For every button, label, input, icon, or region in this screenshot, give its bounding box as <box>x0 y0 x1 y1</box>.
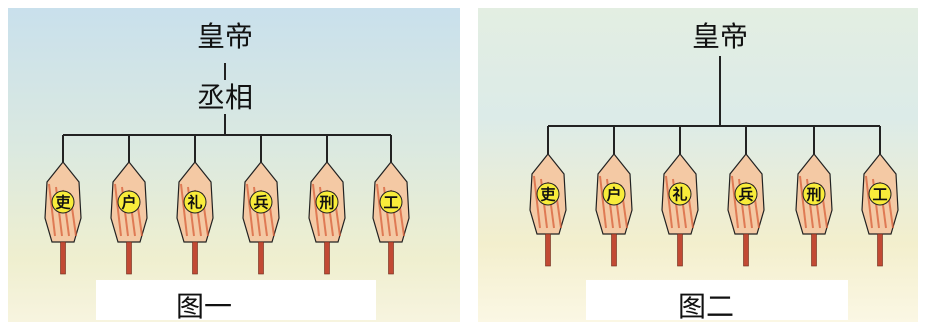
ministry-label: 刑 <box>319 194 334 212</box>
lantern-handle <box>259 242 264 274</box>
lantern-handle <box>61 242 66 274</box>
caption-background <box>96 280 376 320</box>
figure-2-diagram: 皇帝 吏 户 礼 兵 刑 工 <box>478 8 918 322</box>
ministry-label: 礼 <box>187 194 202 212</box>
lantern-3: 礼 <box>177 162 213 274</box>
lantern-handle <box>878 234 883 266</box>
lantern-handle <box>325 242 330 274</box>
ministry-lanterns: 吏户礼兵刑工 <box>45 162 409 274</box>
lantern-2: 户 <box>596 154 632 266</box>
lantern-handle <box>678 234 683 266</box>
figure-1-caption: 图一 <box>176 285 232 322</box>
ministry-label: 兵 <box>253 194 268 212</box>
ministry-label: 户 <box>606 186 621 204</box>
ministry-label: 工 <box>383 194 398 212</box>
lantern-2: 户 <box>111 162 147 274</box>
lantern-3: 礼 <box>662 154 698 266</box>
ministry-label: 吏 <box>540 186 556 204</box>
ministry-label: 吏 <box>55 194 71 212</box>
ministry-lanterns: 吏户礼兵刑工 <box>530 154 898 266</box>
lantern-6: 工 <box>373 162 409 274</box>
lantern-handle <box>127 242 132 274</box>
lantern-4: 兵 <box>728 154 764 266</box>
ministry-label: 刑 <box>806 186 821 204</box>
node-emperor: 皇帝 <box>692 20 748 53</box>
lantern-handle <box>812 234 817 266</box>
figure-1-panel: 皇帝 丞相 吏 户 礼 兵 刑 工 图一 <box>8 8 460 322</box>
ministry-label: 户 <box>121 194 136 212</box>
lantern-handle <box>193 242 198 274</box>
figure-2-caption: 图二 <box>678 285 734 322</box>
drop-lines <box>548 126 880 154</box>
lantern-handle <box>744 234 749 266</box>
figure-2-panel: 皇帝 吏 户 礼 兵 刑 工 图二 <box>478 8 918 322</box>
ministry-label: 工 <box>872 186 887 204</box>
lantern-6: 工 <box>862 154 898 266</box>
drop-lines <box>63 135 391 162</box>
lantern-handle <box>389 242 394 274</box>
lantern-handle <box>612 234 617 266</box>
node-emperor: 皇帝 <box>197 20 253 53</box>
ministry-label: 兵 <box>738 186 753 204</box>
ministry-label: 礼 <box>672 186 687 204</box>
node-chancellor: 丞相 <box>197 81 253 114</box>
lantern-1: 吏 <box>530 154 566 266</box>
lantern-5: 刑 <box>796 154 832 266</box>
lantern-5: 刑 <box>309 162 345 274</box>
lantern-4: 兵 <box>243 162 279 274</box>
lantern-1: 吏 <box>45 162 81 274</box>
figure-1-diagram: 皇帝 丞相 吏 户 礼 兵 刑 工 <box>8 8 460 322</box>
lantern-handle <box>546 234 551 266</box>
